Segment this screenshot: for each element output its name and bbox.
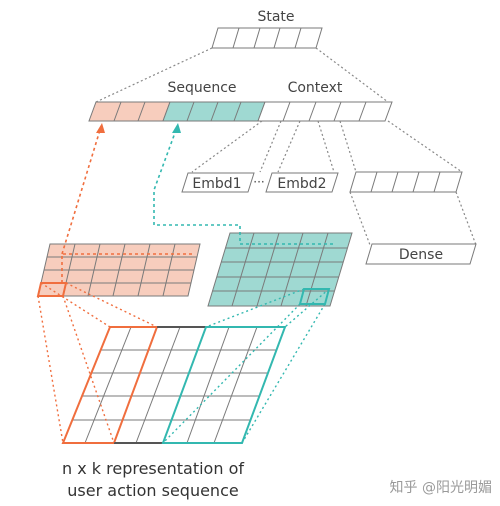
state-connectors bbox=[95, 47, 389, 103]
embedding-ellipsis: ··· bbox=[253, 175, 264, 189]
caption-line-1: n x k representation of bbox=[62, 459, 244, 478]
orange-arrowhead bbox=[96, 123, 105, 133]
orange-projection-lines bbox=[37, 282, 158, 444]
caption-line-2: user action sequence bbox=[67, 481, 238, 500]
context-connectors bbox=[191, 120, 463, 173]
teal-pooling-arrow bbox=[153, 123, 333, 245]
state-vector bbox=[211, 27, 323, 49]
context-cells bbox=[257, 101, 393, 122]
context-label: Context bbox=[288, 80, 343, 96]
embd1-box: Embd1 bbox=[181, 172, 255, 193]
teal-arrowhead bbox=[172, 123, 181, 133]
dense-box: Dense bbox=[365, 243, 477, 265]
teal-projection-lines bbox=[162, 288, 330, 444]
context-small-vector bbox=[349, 171, 463, 193]
watermark-text: 知乎 @阳光明媚 bbox=[390, 479, 492, 496]
dense-label: Dense bbox=[399, 247, 443, 263]
orange-feature-map bbox=[36, 243, 201, 297]
embd2-label: Embd2 bbox=[277, 176, 326, 192]
embd2-box: Embd2 bbox=[265, 172, 339, 193]
teal-feature-map bbox=[207, 232, 353, 307]
sequence-orange-cells bbox=[88, 101, 171, 122]
concat-vector bbox=[88, 101, 393, 122]
state-label: State bbox=[257, 9, 294, 25]
sequence-label: Sequence bbox=[167, 80, 236, 96]
dense-connectors bbox=[349, 191, 477, 246]
embd1-label: Embd1 bbox=[192, 176, 241, 192]
orange-pooling-arrow bbox=[61, 123, 195, 283]
